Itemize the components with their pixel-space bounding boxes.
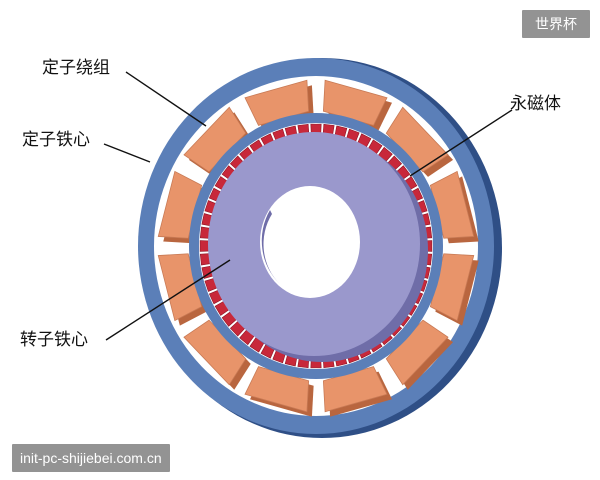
leader-stator-core (103, 143, 151, 163)
rotor-hole (260, 186, 360, 298)
stator-winding (157, 253, 203, 322)
stator-winding (429, 253, 475, 322)
stator-winding (322, 366, 388, 413)
stator-winding (385, 106, 449, 173)
stator-windings (157, 79, 479, 417)
label-permanent-magnet: 永磁体 (510, 94, 561, 114)
leader-permanent-magnet (409, 109, 513, 177)
leader-stator-winding (125, 71, 207, 127)
label-rotor-core: 转子铁心 (20, 330, 88, 350)
stator-winding (183, 106, 247, 173)
stator-winding (157, 170, 203, 239)
label-stator-core: 定子铁心 (22, 130, 90, 150)
stator-winding (385, 319, 449, 386)
site-watermark: init-pc-shijiebei.com.cn (12, 444, 170, 472)
label-stator-winding: 定子绕组 (42, 58, 110, 78)
stator-winding (322, 79, 388, 126)
stator-winding (244, 79, 310, 126)
stator-winding (244, 366, 310, 413)
stator-winding (429, 170, 475, 239)
stator-inner-band (189, 113, 443, 379)
leader-rotor-core (105, 259, 231, 341)
stator-winding (183, 319, 247, 386)
corner-badge: 世界杯 (522, 10, 590, 38)
